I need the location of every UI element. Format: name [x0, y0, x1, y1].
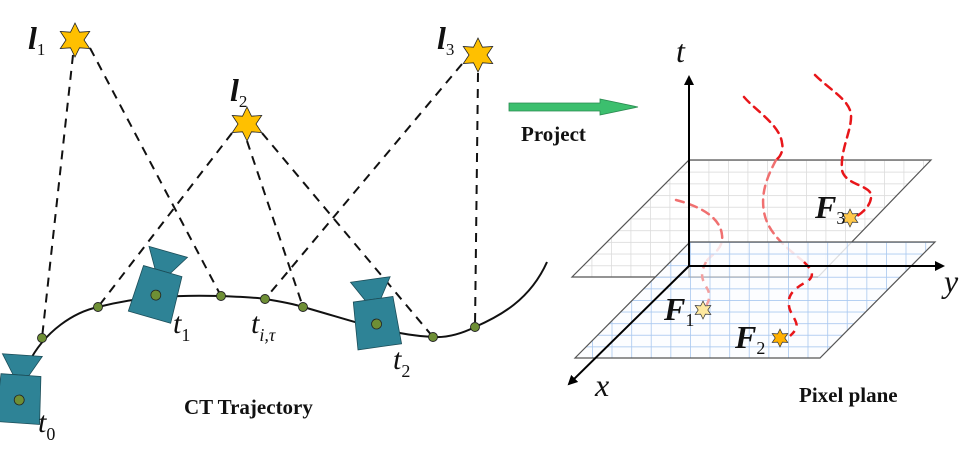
ct-trajectory-panel: l1 l2 l3 t0 t1 t2 ti,τ CT Trajectory [0, 20, 548, 444]
landmark-star-icon [462, 37, 494, 73]
y-axis-label: y [941, 263, 959, 299]
feature-label-f1: F1 [663, 291, 694, 330]
project-arrow: Project [508, 98, 639, 146]
pixel-plane-caption: Pixel plane [799, 383, 898, 407]
pixel-plane-panel: t y x F1 F2 F3 Pixel plane [567, 33, 959, 407]
t-axis-label: t [676, 33, 686, 69]
feature-label-f3: F3 [814, 189, 845, 228]
observation-rays [41, 47, 479, 339]
camera-label-t2: t2 [393, 343, 410, 381]
camera-icon [348, 276, 402, 351]
trajectory-curve [27, 261, 548, 365]
feature-label-f2: F2 [734, 319, 765, 358]
arrow-right-icon [508, 98, 639, 116]
landmark-label-l2: l2 [230, 72, 247, 111]
landmark-label-l3: l3 [437, 20, 454, 59]
landmark-star-icon [231, 106, 263, 142]
feature-track-f1-lower [700, 261, 711, 312]
feature-track-f3 [813, 73, 873, 218]
feature-track-f2-lower [787, 261, 814, 337]
ct-trajectory-caption: CT Trajectory [184, 395, 313, 419]
landmark-label-l1: l1 [28, 20, 45, 59]
project-label: Project [521, 122, 586, 146]
landmark-star-icon [59, 22, 91, 58]
trajectory-sample-points [37, 291, 480, 343]
x-axis-label: x [594, 367, 609, 403]
camera-label-t0: t0 [38, 406, 55, 444]
camera-label-t1: t1 [173, 307, 190, 345]
sample-time-label: ti,τ [251, 307, 276, 345]
axes [567, 75, 945, 386]
x-axis [567, 265, 690, 386]
